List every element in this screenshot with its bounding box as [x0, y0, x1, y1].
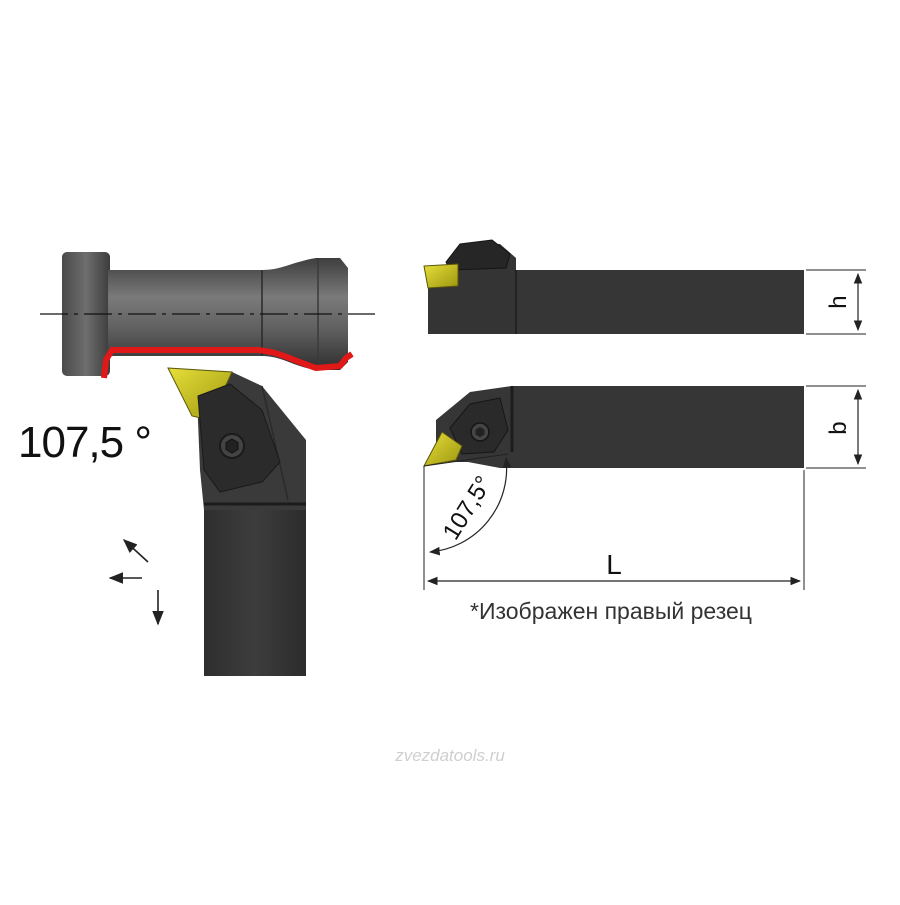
- hex-socket: [225, 438, 239, 454]
- dim-L-label: L: [606, 549, 622, 580]
- holder-shank: [204, 500, 306, 676]
- holder-edge: [261, 385, 289, 501]
- cut-path: [101, 347, 354, 379]
- top-hex-socket: [475, 427, 485, 437]
- note-text: *Изображен правый резец: [470, 598, 752, 624]
- top-body: [436, 386, 804, 468]
- workpiece: [40, 252, 375, 376]
- side-insert: [423, 263, 459, 289]
- left-tool-holder: [167, 367, 306, 676]
- side-shank: [516, 270, 804, 334]
- dim-h-label: h: [825, 295, 852, 308]
- side-view: [423, 239, 866, 335]
- angle-arc: [428, 456, 512, 556]
- angle-small-label: 107,5°: [438, 471, 498, 544]
- dim-b-label: b: [825, 421, 852, 434]
- feed-arrows: [108, 539, 164, 626]
- watermark: zvezdatools.ru: [395, 746, 505, 765]
- arrow-up-right: [122, 539, 149, 563]
- top-view: [423, 385, 866, 590]
- angle-label: 107,5 °: [18, 418, 152, 467]
